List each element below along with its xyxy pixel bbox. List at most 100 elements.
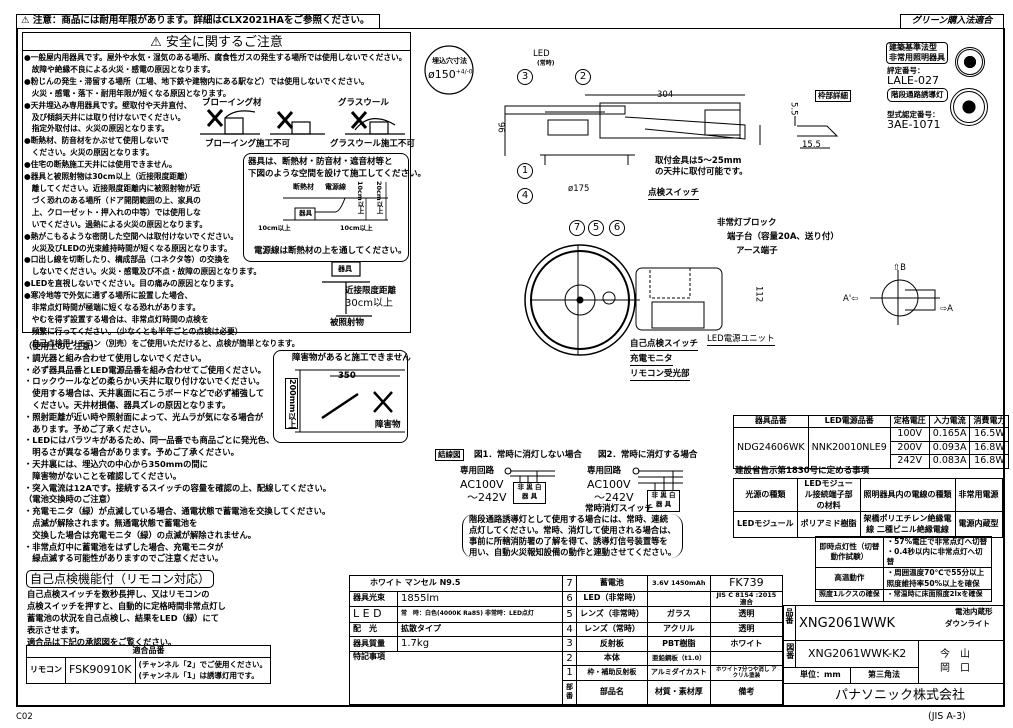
note-line: 頻繁に行ってください。（少なくとも半年ごとの点検は必要） bbox=[24, 326, 243, 336]
fixture-model: NDG24606WK bbox=[733, 426, 809, 470]
current: 0.083A bbox=[928, 454, 971, 470]
dim-175: ø175 bbox=[568, 184, 590, 194]
obstacle-title: 障害物があると施工できません bbox=[292, 353, 411, 363]
note-line: ●住宅の断熱施工天井には使用できません。 bbox=[24, 160, 177, 170]
safety-box bbox=[22, 32, 411, 333]
part-no: 1 bbox=[562, 665, 577, 681]
part-name: 蓄電池 bbox=[576, 575, 648, 592]
spec-color: ホワイト マンセル N9.5 bbox=[349, 575, 563, 592]
emergency-block-label: 非常灯ブロック bbox=[717, 218, 777, 228]
cm20: 20cm以上 bbox=[375, 181, 383, 214]
irradiated-label: 被照射物 bbox=[330, 318, 365, 328]
cert-num2-label: 型式認定番号： bbox=[887, 110, 940, 119]
performance-table: 即時点灯性（切替動作試験）・57%電圧で非常点灯へ切替 ・0.4秒以内に非常点灯… bbox=[815, 535, 993, 602]
spec-label: L E D bbox=[349, 605, 398, 623]
part-callout-7: 7 bbox=[569, 220, 585, 236]
part-remark: ホワイト7分つや消し アクリル塗装 bbox=[709, 665, 784, 681]
note-line: 蓄電池の状況を自己点検し、結果をLED（緑）にて bbox=[27, 613, 220, 623]
part-callout-3: 3 bbox=[517, 69, 533, 85]
certification-seal-2 bbox=[950, 88, 988, 126]
row-line bbox=[783, 640, 1005, 641]
view-a2-label: A'⇦ bbox=[843, 294, 859, 304]
title-block bbox=[783, 605, 1005, 707]
part-callout-4: 4 bbox=[517, 188, 533, 204]
prox-fixture: 器具 bbox=[338, 265, 352, 273]
view-a-label: ⇨A bbox=[940, 304, 953, 314]
fixture-label-2: 器 具 bbox=[655, 499, 672, 508]
note-line: 自己点検スイッチを数秒長押し、又はリモコンの bbox=[27, 589, 210, 599]
part-callout-2: 2 bbox=[575, 69, 591, 85]
note-line: 階段通路誘導灯として使用する場合には、常時、連続 bbox=[469, 514, 668, 524]
product-desc-1: 電池内蔵形 bbox=[955, 607, 993, 616]
check-switch-label: 点検スイッチ bbox=[648, 188, 700, 201]
part-name: レンズ（常時） bbox=[576, 621, 648, 638]
earth-label: アース端子 bbox=[736, 246, 778, 256]
caution-text: 注意：商品には耐用年限があります。詳細はCLX2021HAをご参照ください。 bbox=[32, 15, 370, 26]
col-current: 入力電流 bbox=[928, 415, 971, 428]
perf-label: 高温動作 bbox=[815, 567, 884, 590]
footer-partno: 部番 bbox=[562, 679, 577, 705]
wiring-fixture-2: 非 黒 白器 具 bbox=[647, 490, 680, 512]
note-line: 指定外取付は、火災の原因となります。 bbox=[24, 124, 170, 134]
obstacle-height: 200mm以上 bbox=[285, 378, 298, 430]
terminal-labels: 非 黒 白 bbox=[517, 483, 542, 491]
signature-2: 岡 口 bbox=[940, 663, 970, 674]
note-line: ●口出し線を切断したり、構成部品（コネクタ等）の交換を bbox=[24, 255, 230, 265]
cert-type1-line1: 建築基準法型 bbox=[889, 43, 937, 52]
footer-remark: 備考 bbox=[709, 679, 784, 705]
col-watt: 消費電力 bbox=[969, 415, 1010, 428]
part-material: 3.6V 1450mAh bbox=[646, 575, 711, 592]
note-line: ●天井埋込み専用器具です。壁取付や天井直付、 bbox=[24, 100, 192, 110]
unit-label: 単位：mm bbox=[800, 670, 841, 679]
safety-title: ⚠ 安全に関するご注意 bbox=[22, 34, 411, 51]
note-line: ・天井裏には、埋込穴の中心から350mmの間に bbox=[24, 458, 208, 469]
note-line: 表示させます。 bbox=[27, 625, 85, 635]
row-line bbox=[783, 683, 1005, 684]
perf-value: ・周囲温度70℃で55分以上 照度維持率50%以上を確保 bbox=[882, 567, 993, 590]
perf-label: 即時点灯性（切替動作試験） bbox=[815, 535, 884, 569]
selfcheck-lines: 自己点検スイッチを数秒長押し、又はリモコンの点検スイッチを押すと、自動的に定格時… bbox=[27, 588, 226, 648]
view-b-label: ⇧B bbox=[893, 263, 906, 273]
signature-1: 今 山 bbox=[940, 649, 970, 660]
part-name: レンズ（非常時） bbox=[576, 605, 648, 623]
spec-value: 拡散タイプ bbox=[397, 621, 563, 638]
charge-monitor-label: 充電モニタ bbox=[630, 354, 673, 367]
projection-label: 第三角法 bbox=[868, 670, 900, 679]
notice-h1: 光源の種類 bbox=[733, 477, 798, 513]
note-line: 及び傾斜天井には取り付けないでください。 bbox=[24, 112, 186, 122]
notice-title: 建設省告示第1830号に定める事項 bbox=[735, 466, 870, 476]
note-line: ●器具と被照射物は30cm以上（近接限度距離） bbox=[24, 172, 193, 182]
dim-96: 96 bbox=[495, 122, 506, 133]
note-line: 緑点滅する可能性がありますのでご注意ください。 bbox=[24, 553, 224, 564]
cm10-top: 10cm以上 bbox=[356, 181, 364, 214]
space-note-2: 下図のような空間を設けて施工してください。 bbox=[248, 169, 426, 179]
col-voltage: 定格電圧 bbox=[889, 415, 930, 428]
dim-15-5: 15.5 bbox=[802, 140, 821, 150]
obstacle-label: 障害物 bbox=[375, 420, 401, 430]
current: 0.093A bbox=[928, 440, 971, 456]
part-name: LED（非常時） bbox=[576, 590, 648, 607]
watt: 16.5W bbox=[969, 426, 1010, 442]
note-line: ・充電モニタ（緑）が点滅している場合、通電状態で蓄電池を交換してください。 bbox=[24, 506, 331, 517]
part-callout-1: 1 bbox=[517, 163, 533, 179]
part-remark: 透明 bbox=[709, 621, 784, 638]
part-remark: FK739 bbox=[709, 575, 784, 592]
led-label: LED bbox=[533, 49, 550, 59]
note-line: 事前に所轄消防署の了解を得て、誘導灯信号装置等を bbox=[469, 536, 668, 546]
cm10-left: 10cm以上 bbox=[258, 224, 291, 232]
part-no: 5 bbox=[562, 605, 577, 623]
unit-sep bbox=[850, 667, 851, 683]
voltage: 200V bbox=[889, 440, 930, 456]
prox-label: 近接限度距離 bbox=[345, 286, 397, 296]
terminal-labels-2: 非 黒 白 bbox=[651, 491, 676, 499]
dim-5-5: 5.5 bbox=[788, 102, 799, 116]
part-name: 反射板 bbox=[576, 636, 648, 652]
note-line: ください。火災の原因となります。 bbox=[24, 148, 154, 158]
view-a2: A' bbox=[843, 294, 852, 304]
perf-label: 照度1ルクスの確保 bbox=[815, 588, 884, 602]
selfcheck-title: 自己点検機能付（リモコン対応） bbox=[26, 570, 215, 589]
